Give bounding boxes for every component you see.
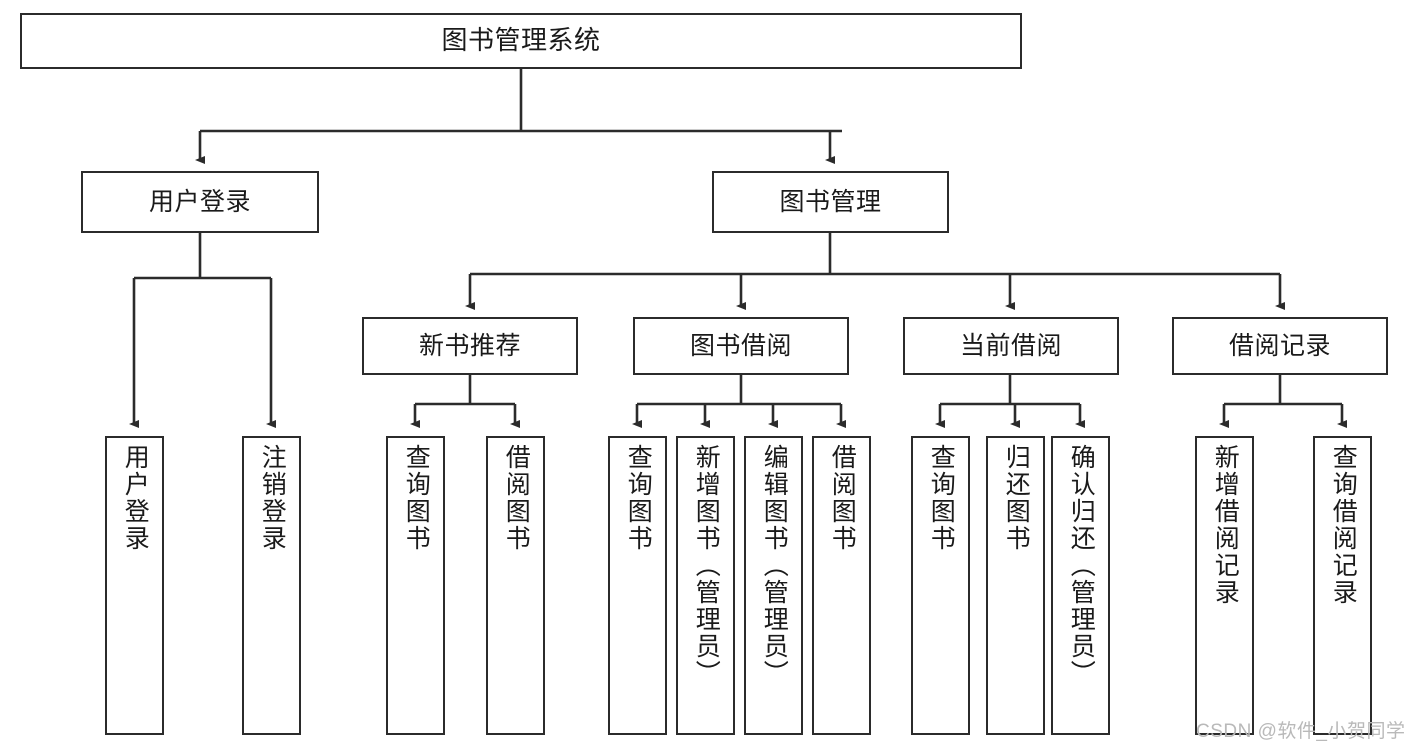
node-leaf-user-login[interactable]: 用户登录 bbox=[105, 436, 164, 735]
node-leaf-query-book-3[interactable]: 查询图书 bbox=[911, 436, 970, 735]
node-leaf-edit-book[interactable]: 编辑图书（管理员） bbox=[744, 436, 803, 735]
node-current-borrow[interactable]: 当前借阅 bbox=[903, 317, 1119, 375]
node-leaf-add-book[interactable]: 新增图书（管理员） bbox=[676, 436, 735, 735]
node-leaf-user-login-label: 用户登录 bbox=[121, 444, 150, 552]
node-leaf-query-book-1-label: 查询图书 bbox=[402, 444, 431, 552]
node-leaf-edit-book-label: 编辑图书（管理员） bbox=[760, 444, 789, 687]
node-current-borrow-label: 当前借阅 bbox=[959, 331, 1062, 360]
node-new-book-rec[interactable]: 新书推荐 bbox=[362, 317, 578, 375]
node-leaf-user-logout-label: 注销登录 bbox=[258, 444, 287, 552]
node-leaf-borrow-book-1[interactable]: 借阅图书 bbox=[486, 436, 545, 735]
node-leaf-add-record[interactable]: 新增借阅记录 bbox=[1195, 436, 1254, 735]
node-leaf-query-book-2-label: 查询图书 bbox=[624, 444, 653, 552]
node-leaf-query-book-1[interactable]: 查询图书 bbox=[386, 436, 445, 735]
node-leaf-query-book-2[interactable]: 查询图书 bbox=[608, 436, 667, 735]
node-book-manage[interactable]: 图书管理 bbox=[712, 171, 949, 233]
node-new-book-rec-label: 新书推荐 bbox=[418, 331, 521, 360]
node-leaf-query-record[interactable]: 查询借阅记录 bbox=[1313, 436, 1372, 735]
node-leaf-add-record-label: 新增借阅记录 bbox=[1211, 444, 1240, 606]
node-leaf-query-book-3-label: 查询图书 bbox=[927, 444, 956, 552]
node-root-label: 图书管理系统 bbox=[441, 25, 601, 56]
node-book-borrow[interactable]: 图书借阅 bbox=[633, 317, 849, 375]
node-user-login-label: 用户登录 bbox=[148, 187, 251, 216]
node-user-login[interactable]: 用户登录 bbox=[81, 171, 319, 233]
node-book-borrow-label: 图书借阅 bbox=[689, 331, 792, 360]
node-leaf-borrow-book-2[interactable]: 借阅图书 bbox=[812, 436, 871, 735]
node-borrow-record[interactable]: 借阅记录 bbox=[1172, 317, 1388, 375]
node-leaf-confirm-return-label: 确认归还（管理员） bbox=[1067, 444, 1096, 687]
node-leaf-add-book-label: 新增图书（管理员） bbox=[692, 444, 721, 687]
node-book-manage-label: 图书管理 bbox=[779, 187, 882, 216]
node-root[interactable]: 图书管理系统 bbox=[20, 13, 1022, 69]
node-leaf-user-logout[interactable]: 注销登录 bbox=[242, 436, 301, 735]
node-leaf-return-book[interactable]: 归还图书 bbox=[986, 436, 1045, 735]
node-leaf-confirm-return[interactable]: 确认归还（管理员） bbox=[1051, 436, 1110, 735]
csdn-watermark: CSDN @软件_小贺同学 bbox=[1196, 721, 1405, 742]
node-borrow-record-label: 借阅记录 bbox=[1228, 331, 1331, 360]
node-leaf-borrow-book-1-label: 借阅图书 bbox=[502, 444, 531, 552]
node-leaf-query-record-label: 查询借阅记录 bbox=[1329, 444, 1358, 606]
node-leaf-borrow-book-2-label: 借阅图书 bbox=[828, 444, 857, 552]
node-leaf-return-book-label: 归还图书 bbox=[1002, 444, 1031, 552]
